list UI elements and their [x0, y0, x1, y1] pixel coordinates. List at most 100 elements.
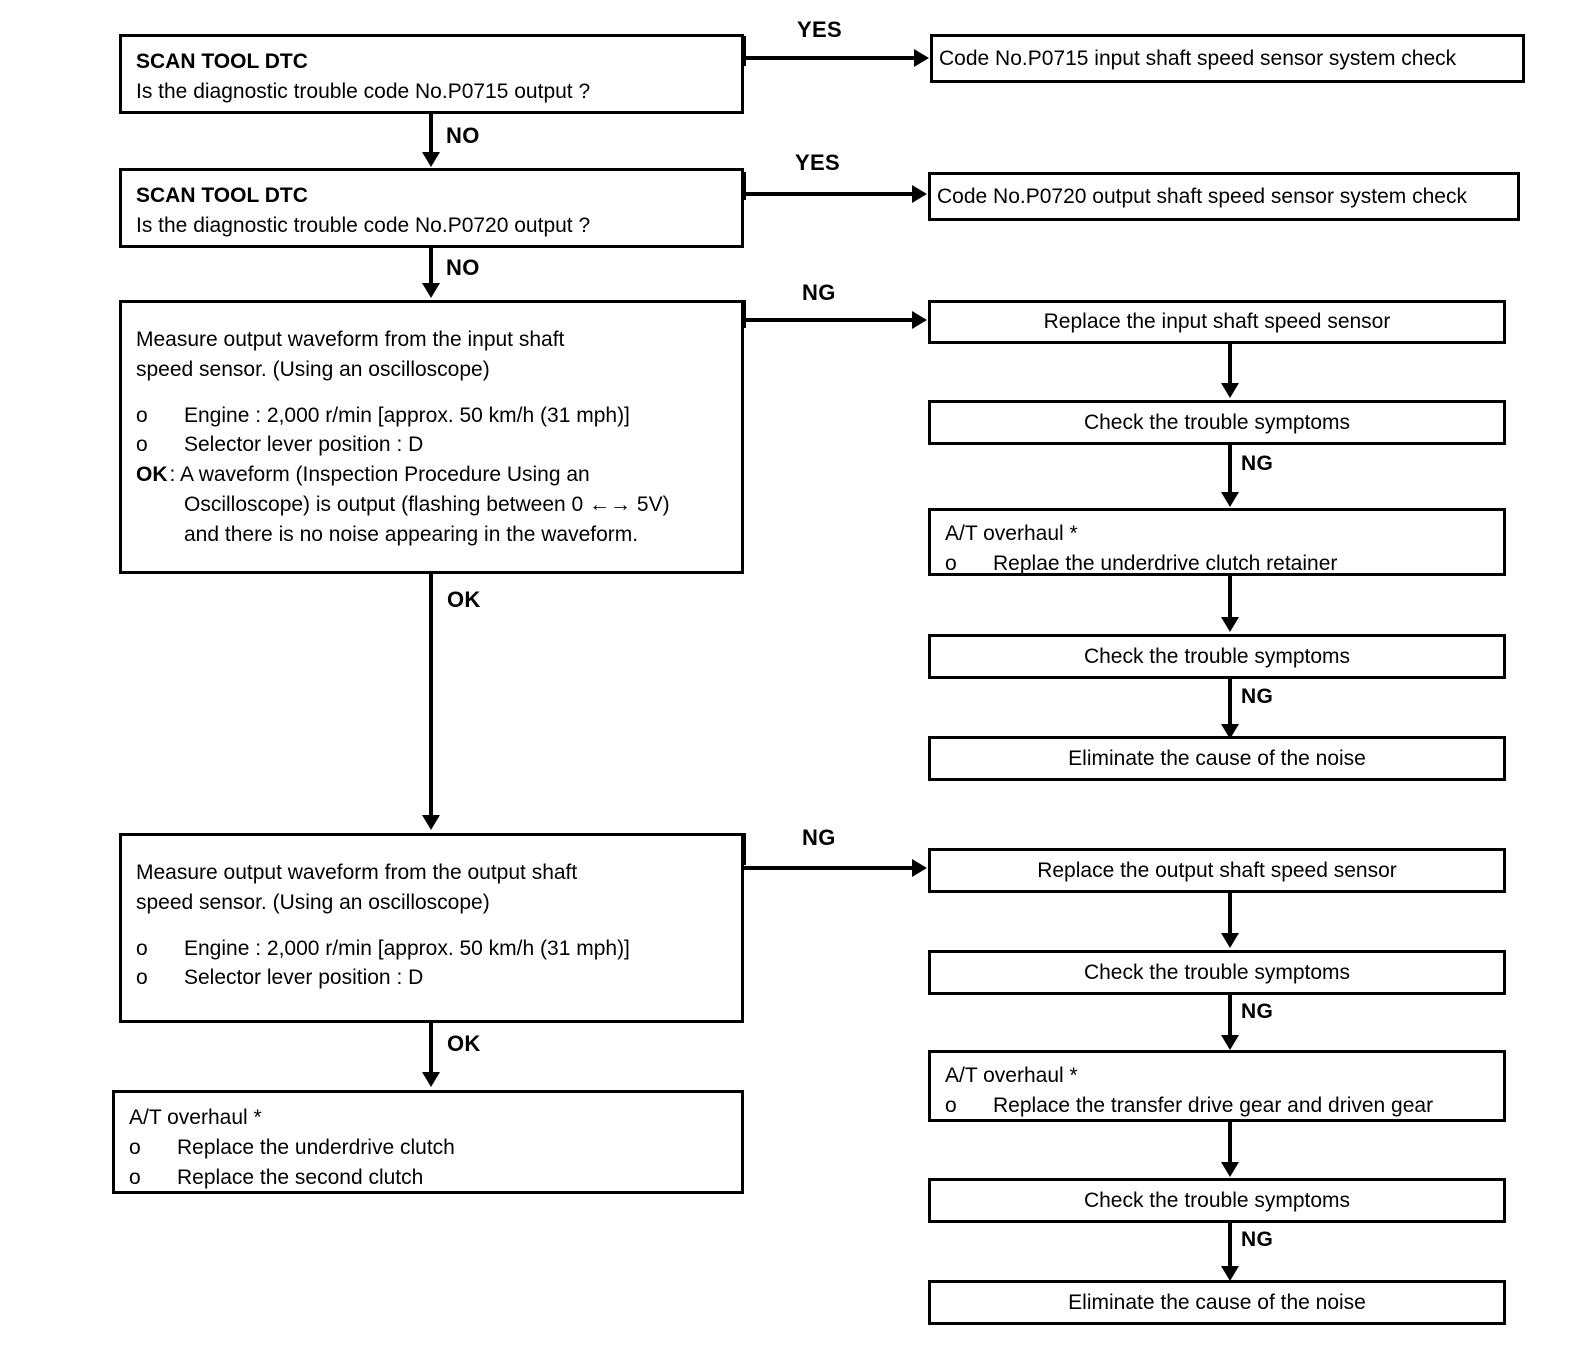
bullet-mark: o: [945, 1093, 957, 1117]
node-check-trouble-symptoms-2[interactable]: Check the trouble symptoms: [928, 634, 1506, 679]
node-eliminate-cause-of-noise-1[interactable]: Eliminate the cause of the noise: [928, 736, 1506, 781]
bullet-text: Selector lever position : D: [184, 966, 424, 990]
node-check-trouble-symptoms-4[interactable]: Check the trouble symptoms: [928, 1178, 1506, 1223]
edge-ng-2-stub: [742, 833, 746, 865]
edge-ok-1-line: [429, 574, 433, 818]
edge-r4-arrowhead: [1221, 1162, 1239, 1177]
node-code-p0720-system-check[interactable]: Code No.P0720 output shaft speed sensor …: [928, 172, 1520, 221]
edge-ok-2-arrowhead: [422, 1072, 440, 1087]
node-scan-tool-dtc-p0715[interactable]: SCAN TOOL DTC Is the diagnostic trouble …: [119, 34, 744, 114]
node-label: Eliminate the cause of the noise: [1068, 1290, 1366, 1314]
bullet-mark: o: [945, 551, 957, 575]
bullet-mark: o: [136, 403, 148, 427]
node-heading: SCAN TOOL DTC: [136, 184, 308, 207]
edge-label-yes-2: YES: [795, 150, 840, 175]
bullet-ok-continuation-1: Oscilloscope) is output (flashing betwee…: [184, 493, 670, 517]
bullet-underdrive-clutch-retainer: o Replae the underdrive clutch retainer: [945, 549, 1489, 579]
node-measure-output-shaft-waveform[interactable]: Measure output waveform from the output …: [119, 833, 744, 1023]
bullet-ok-criteria: OK: A waveform (Inspection Procedure Usi…: [136, 460, 727, 490]
edge-yes-2-arrowhead: [912, 185, 927, 203]
bullet-mark: o: [136, 936, 148, 960]
edge-label-ng-1: NG: [802, 280, 836, 305]
bullet-engine: o Engine : 2,000 r/min [approx. 50 km/h (…: [136, 401, 727, 431]
measure-line-1: Measure output waveform from the input s…: [136, 328, 565, 351]
node-replace-output-shaft-speed-sensor[interactable]: Replace the output shaft speed sensor: [928, 848, 1506, 893]
edge-r1-line: [1228, 344, 1232, 384]
bullet-mark: o: [129, 1135, 141, 1159]
edge-r2-arrowhead: [1221, 617, 1239, 632]
measure-line-1: Measure output waveform from the output …: [136, 861, 578, 884]
node-label: Replace the input shaft speed sensor: [1043, 310, 1391, 334]
node-question: Is the diagnostic trouble code No.P0715 …: [136, 79, 591, 103]
edge-no-2-arrowhead: [422, 283, 440, 298]
node-label: Replace the output shaft speed sensor: [1037, 858, 1397, 882]
bullet-transfer-drive-gear: o Replace the transfer drive gear and dri…: [945, 1091, 1489, 1121]
bullet-text: : A waveform (Inspection Procedure Using…: [169, 463, 590, 487]
node-label: Code No.P0720 output shaft speed sensor …: [937, 184, 1467, 208]
edge-r2-line: [1228, 576, 1232, 618]
node-code-p0715-system-check[interactable]: Code No.P0715 input shaft speed sensor s…: [930, 34, 1525, 83]
node-eliminate-cause-of-noise-2[interactable]: Eliminate the cause of the noise: [928, 1280, 1506, 1325]
bullet-text: Engine : 2,000 r/min [approx. 50 km/h (3…: [184, 403, 630, 427]
bullet-mark-ok: OK: [136, 463, 168, 487]
bullet-ok-continuation-2: and there is no noise appearing in the w…: [184, 522, 639, 546]
bullet-text: Replace the transfer drive gear and driv…: [993, 1093, 1434, 1117]
edge-yes-2-line: [742, 192, 916, 196]
edge-r4-line: [1228, 1122, 1232, 1164]
node-label: Check the trouble symptoms: [1083, 410, 1351, 434]
bullet-text: Engine : 2,000 r/min [approx. 50 km/h (3…: [184, 936, 630, 960]
node-label: Code No.P0715 input shaft speed sensor s…: [939, 46, 1457, 70]
bullet-text: Replace the underdrive clutch: [177, 1135, 455, 1159]
edge-ng-r3-arrowhead: [1221, 1035, 1239, 1050]
bullet-engine: o Engine : 2,000 r/min [approx. 50 km/h (…: [136, 934, 727, 964]
node-question: Is the diagnostic trouble code No.P0720 …: [136, 213, 591, 237]
bullet-mark: o: [136, 966, 148, 990]
edge-ok-1-arrowhead: [422, 815, 440, 830]
edge-ng-1-arrowhead: [912, 311, 927, 329]
edge-yes-1-line: [742, 56, 918, 60]
edge-ng-r2-arrowhead: [1221, 724, 1239, 739]
edge-label-ng-r3: NG: [1241, 1000, 1274, 1023]
node-scan-tool-dtc-p0720[interactable]: SCAN TOOL DTC Is the diagnostic trouble …: [119, 168, 744, 248]
node-replace-input-shaft-speed-sensor[interactable]: Replace the input shaft speed sensor: [928, 300, 1506, 344]
node-label: Eliminate the cause of the noise: [1068, 746, 1366, 770]
node-heading: A/T overhaul *: [129, 1106, 262, 1129]
node-check-trouble-symptoms-1[interactable]: Check the trouble symptoms: [928, 400, 1506, 445]
node-heading: A/T overhaul *: [945, 522, 1078, 545]
edge-label-ok-2: OK: [447, 1031, 481, 1056]
edge-r3-line: [1228, 893, 1232, 935]
edge-r1-arrowhead: [1221, 383, 1239, 398]
edge-label-ok-1: OK: [447, 587, 481, 612]
bullet-text: Replace the second clutch: [177, 1165, 424, 1189]
edge-no-1-line: [429, 114, 433, 152]
edge-ng-2-line: [742, 866, 914, 870]
measure-line-2: speed sensor. (Using an oscilloscope): [136, 890, 490, 914]
edge-ok-2-line: [429, 1023, 433, 1073]
edge-label-no-2: NO: [446, 255, 480, 280]
node-measure-input-shaft-waveform[interactable]: Measure output waveform from the input s…: [119, 300, 744, 574]
node-at-overhaul-left[interactable]: A/T overhaul * o Replace the underdrive c…: [112, 1090, 744, 1194]
node-heading: SCAN TOOL DTC: [136, 50, 308, 73]
bullet-text: Replae the underdrive clutch retainer: [993, 551, 1338, 575]
node-at-overhaul-right-1[interactable]: A/T overhaul * o Replae the underdrive cl…: [928, 508, 1506, 576]
edge-ng-2-arrowhead: [912, 859, 927, 877]
node-label: Check the trouble symptoms: [1083, 960, 1351, 984]
spacer: [136, 385, 727, 401]
edge-ng-r1-line: [1228, 445, 1232, 493]
edge-yes-2-stub: [742, 172, 746, 200]
edge-label-no-1: NO: [446, 123, 480, 148]
bullet-selector-lever: o Selector lever position : D: [136, 963, 727, 993]
edge-ng-1-stub: [742, 300, 746, 328]
edge-ng-r2-line: [1228, 679, 1232, 726]
edge-ng-r4-line: [1228, 1223, 1232, 1268]
edge-label-ng-2: NG: [802, 825, 836, 850]
edge-label-ng-r2: NG: [1241, 685, 1274, 708]
edge-ng-r4-arrowhead: [1221, 1266, 1239, 1281]
node-check-trouble-symptoms-3[interactable]: Check the trouble symptoms: [928, 950, 1506, 995]
node-label: Check the trouble symptoms: [1083, 1188, 1351, 1212]
edge-label-ng-r1: NG: [1241, 452, 1274, 475]
